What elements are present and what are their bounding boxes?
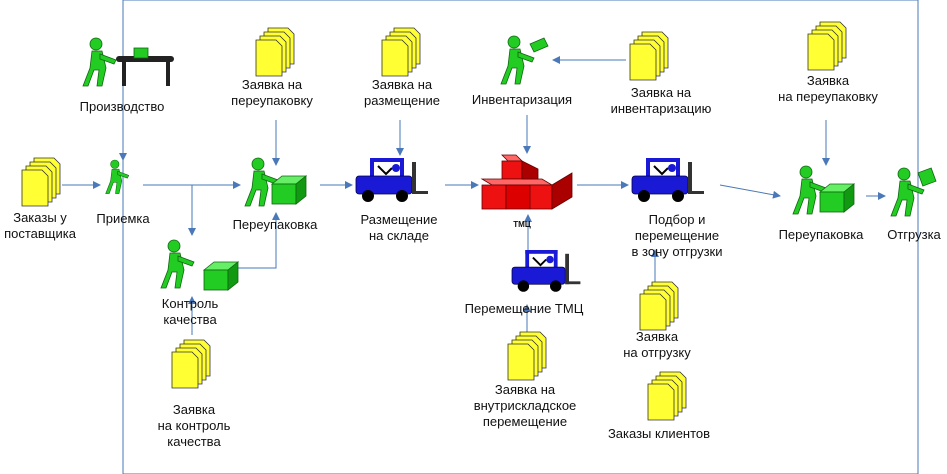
label-client-orders: Заказы клиентов (607, 426, 711, 441)
doc-client-orders-icon (647, 371, 687, 421)
internal-move-forklift-icon (511, 249, 582, 293)
label-placement-request: Заявка на размещение (364, 77, 440, 108)
shipment-person-icon (890, 167, 937, 217)
doc-quality-request-icon (171, 339, 211, 389)
label-internal-move-request: Заявка на внутрискладское перемещение (473, 382, 577, 429)
doc-repack-request-1-icon (255, 27, 295, 77)
label-repack-request-1: Заявка на переупаковку (231, 77, 313, 108)
label-repack-2: Переупаковка (778, 227, 864, 242)
doc-inventory-request-icon (629, 31, 669, 81)
inventory-person-icon (500, 35, 549, 85)
label-supplier-orders: Заказы у поставщика (4, 210, 76, 241)
label-internal-move: Перемещение ТМЦ (464, 301, 584, 316)
label-tmts: ТМЦ (513, 220, 531, 229)
label-placement: Размещение на складе (360, 212, 438, 243)
doc-supplier-orders-icon (21, 157, 61, 207)
label-repack-request-2: Заявка на переупаковку (778, 73, 878, 104)
doc-repack-request-2-icon (807, 21, 847, 71)
label-inventory-request: Заявка на инвентаризацию (610, 85, 712, 116)
doc-placement-request-icon (381, 27, 421, 77)
label-shipment: Отгрузка (887, 227, 941, 242)
picking-forklift-icon (631, 157, 705, 203)
repack-1-icon (244, 157, 307, 207)
doc-shipment-request-icon (639, 281, 679, 331)
stock-tmts-icon (480, 154, 573, 210)
doc-internal-move-request-icon (507, 331, 547, 381)
repack-2-icon (792, 165, 855, 215)
label-shipment-request: Заявка на отгрузку (623, 329, 691, 360)
label-quality-control: Контроль качества (161, 296, 219, 327)
production-icon (82, 37, 174, 87)
receiving-person-icon (105, 159, 130, 194)
label-inventory: Инвентаризация (471, 92, 573, 107)
quality-control-icon (160, 239, 239, 291)
label-production: Производство (79, 99, 165, 114)
placement-forklift-icon (355, 157, 429, 203)
label-repack-1: Переупаковка (232, 217, 318, 232)
label-picking: Подбор и перемещение в зону отгрузки (631, 212, 723, 259)
label-quality-request: Заявка на контроль качества (157, 402, 231, 449)
label-receiving: Приемка (96, 211, 150, 226)
